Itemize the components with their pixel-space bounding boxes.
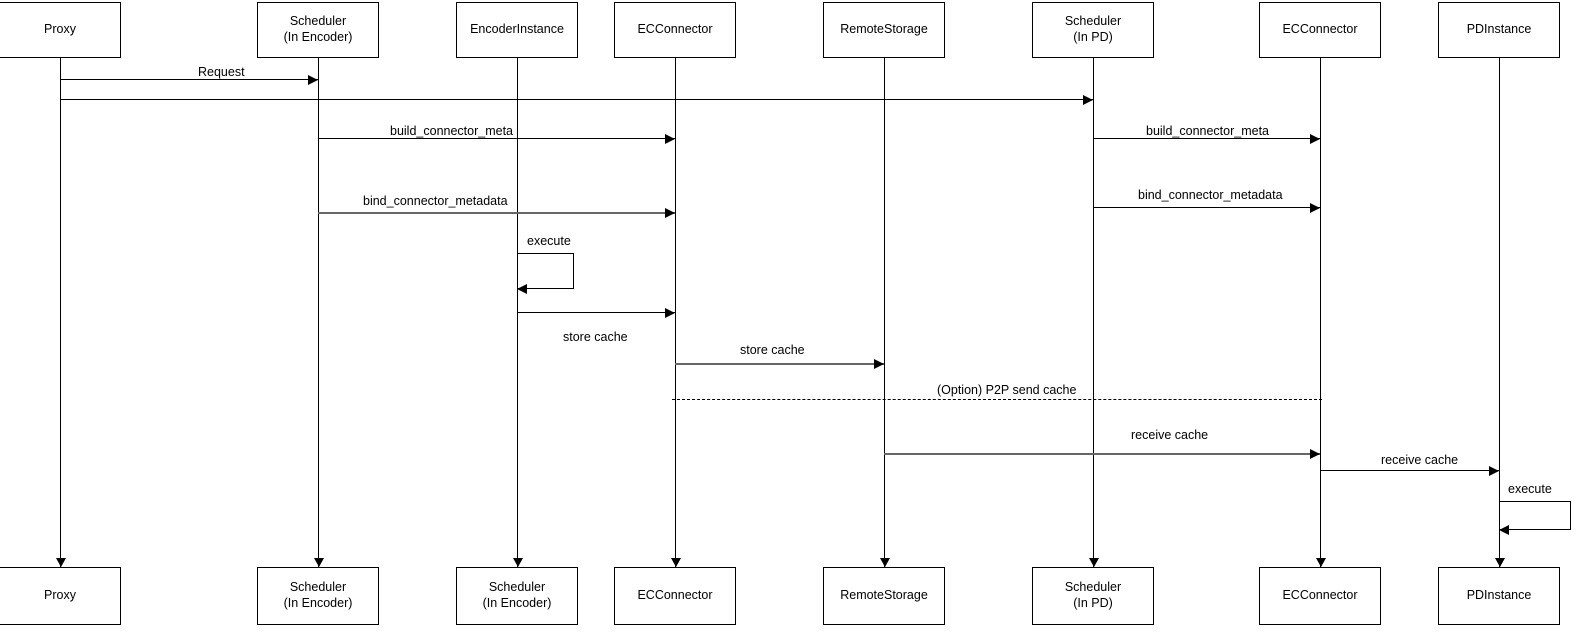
self-call-label-s2: execute [1508,482,1552,496]
participant-bottom-label-sched-encoder: Scheduler (In Encoder) [283,580,353,610]
message-line-m1 [60,79,318,80]
self-call-arrowhead-s2 [1499,525,1509,535]
lifeline-end-arrow-encoder-instance [513,558,523,567]
message-arrowhead-m11 [1489,466,1499,476]
message-line-m9 [672,399,1322,400]
participant-top-proxy[interactable]: Proxy [0,2,121,58]
message-line-m8 [675,363,884,365]
message-arrowhead-m8 [874,359,884,369]
participant-top-label-encoder-instance: EncoderInstance [470,22,564,37]
message-arrowhead-m1 [308,75,318,85]
participant-bottom-ecconnector-pd[interactable]: ECConnector [1259,567,1381,625]
lifeline-end-arrow-pdinstance [1495,558,1505,567]
participant-bottom-sched-pd[interactable]: Scheduler (In PD) [1032,567,1154,625]
participant-top-ecconnector-pd[interactable]: ECConnector [1259,2,1381,58]
lifeline-end-arrow-sched-pd [1089,558,1099,567]
message-label-m10: receive cache [1131,428,1209,442]
message-line-m6 [1093,207,1320,208]
participant-bottom-proxy[interactable]: Proxy [0,567,121,625]
message-label-m4: build_connector_meta [1146,124,1269,138]
lifeline-end-arrow-sched-encoder [314,558,324,567]
lifeline-sched-pd [1093,58,1094,567]
message-arrowhead-m3 [665,134,675,144]
message-arrowhead-m6 [1310,203,1320,213]
participant-top-label-ecconnector-pd: ECConnector [1282,22,1358,37]
participant-top-sched-pd[interactable]: Scheduler (In PD) [1032,2,1154,58]
participant-bottom-label-pdinstance: PDInstance [1466,588,1532,603]
participant-top-pdinstance[interactable]: PDInstance [1438,2,1560,58]
participant-bottom-pdinstance[interactable]: PDInstance [1438,567,1560,625]
message-label-m8: store cache [740,343,805,357]
lifeline-ecconnector-enc [675,58,676,567]
message-label-m7: store cache [563,330,628,344]
message-label-m9: (Option) P2P send cache [937,383,1077,397]
participant-top-label-pdinstance: PDInstance [1466,22,1532,37]
participant-bottom-label-remotestorage: RemoteStorage [840,588,928,603]
participant-bottom-sched-encoder[interactable]: Scheduler (In Encoder) [257,567,379,625]
participant-bottom-label-ecconnector-pd: ECConnector [1282,588,1358,603]
participant-top-remotestorage[interactable]: RemoteStorage [823,2,945,58]
message-label-m6: bind_connector_metadata [1138,188,1283,202]
message-label-m11: receive cache [1381,453,1459,467]
participant-top-label-ecconnector-enc: ECConnector [637,22,713,37]
message-line-m10 [884,453,1320,455]
participant-bottom-encoder-instance[interactable]: Scheduler (In Encoder) [456,567,578,625]
lifeline-remotestorage [884,58,885,567]
lifeline-end-arrow-ecconnector-pd [1316,558,1326,567]
lifeline-pdinstance [1499,58,1500,567]
participant-bottom-label-encoder-instance: Scheduler (In Encoder) [482,580,552,610]
message-label-m5: bind_connector_metadata [363,194,508,208]
message-line-m4 [1093,138,1320,139]
lifeline-end-arrow-remotestorage [880,558,890,567]
participant-top-label-remotestorage: RemoteStorage [840,22,928,37]
message-arrowhead-m7 [665,308,675,318]
self-call-label-s1: execute [527,234,571,248]
message-line-m7 [517,312,675,313]
participant-top-sched-encoder[interactable]: Scheduler (In Encoder) [257,2,379,58]
message-line-m5 [318,212,675,214]
self-call-arrowhead-s1 [517,284,527,294]
lifeline-ecconnector-pd [1320,58,1321,567]
message-line-m11 [1320,470,1499,471]
message-label-m3: build_connector_meta [390,124,513,138]
self-call-box-s1 [517,253,574,289]
participant-top-ecconnector-enc[interactable]: ECConnector [614,2,736,58]
participant-top-label-proxy: Proxy [44,22,76,37]
participant-bottom-remotestorage[interactable]: RemoteStorage [823,567,945,625]
lifeline-end-arrow-ecconnector-enc [671,558,681,567]
lifeline-sched-encoder [318,58,319,567]
participant-bottom-label-sched-pd: Scheduler (In PD) [1064,580,1122,610]
message-arrowhead-m4 [1310,134,1320,144]
participant-bottom-ecconnector-enc[interactable]: ECConnector [614,567,736,625]
message-line-m3 [318,138,675,139]
participant-bottom-label-ecconnector-enc: ECConnector [637,588,713,603]
message-arrowhead-m5 [665,208,675,218]
message-arrowhead-m10 [1310,449,1320,459]
participant-top-encoder-instance[interactable]: EncoderInstance [456,2,578,58]
message-label-m1: Request [198,65,245,79]
lifeline-end-arrow-proxy [56,558,66,567]
participant-top-label-sched-encoder: Scheduler (In Encoder) [283,14,353,44]
message-line-m2 [60,99,1093,100]
self-call-box-s2 [1499,501,1571,530]
participant-top-label-sched-pd: Scheduler (In PD) [1064,14,1122,44]
participant-bottom-label-proxy: Proxy [44,588,76,603]
message-arrowhead-m2 [1083,95,1093,105]
lifeline-proxy [60,58,61,567]
